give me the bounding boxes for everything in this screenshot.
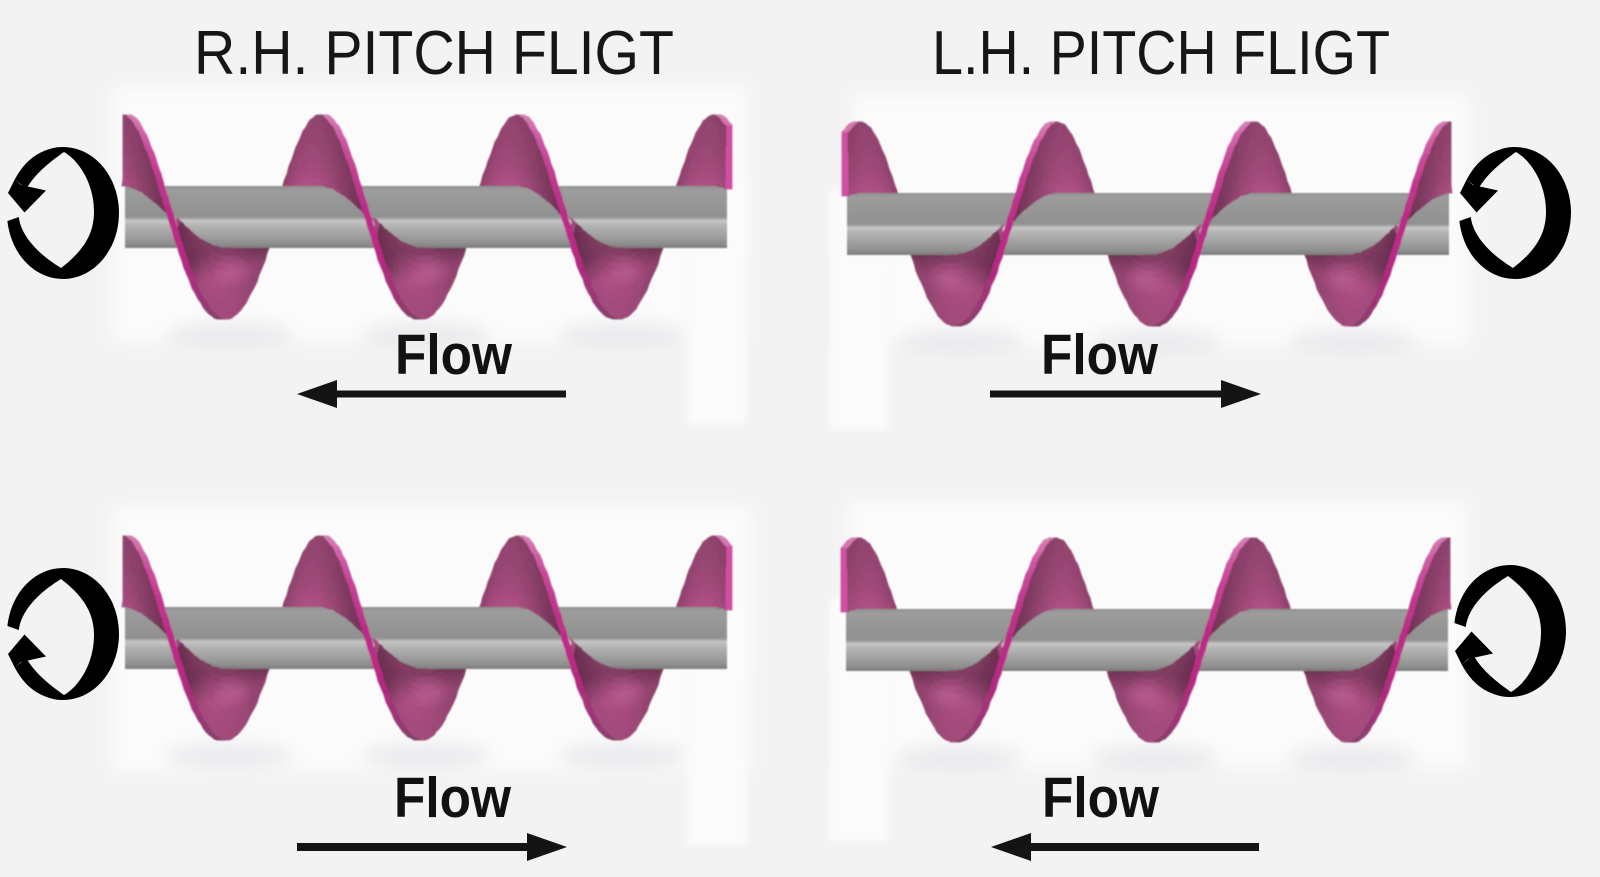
svg-text:Flow: Flow <box>1041 323 1159 387</box>
svg-text:Flow: Flow <box>1042 766 1160 830</box>
svg-text:L.H. PITCH FLIGT: L.H. PITCH FLIGT <box>932 19 1390 88</box>
svg-text:Flow: Flow <box>395 323 513 387</box>
svg-text:R.H. PITCH FLIGT: R.H. PITCH FLIGT <box>194 19 674 88</box>
svg-text:Flow: Flow <box>394 766 512 830</box>
